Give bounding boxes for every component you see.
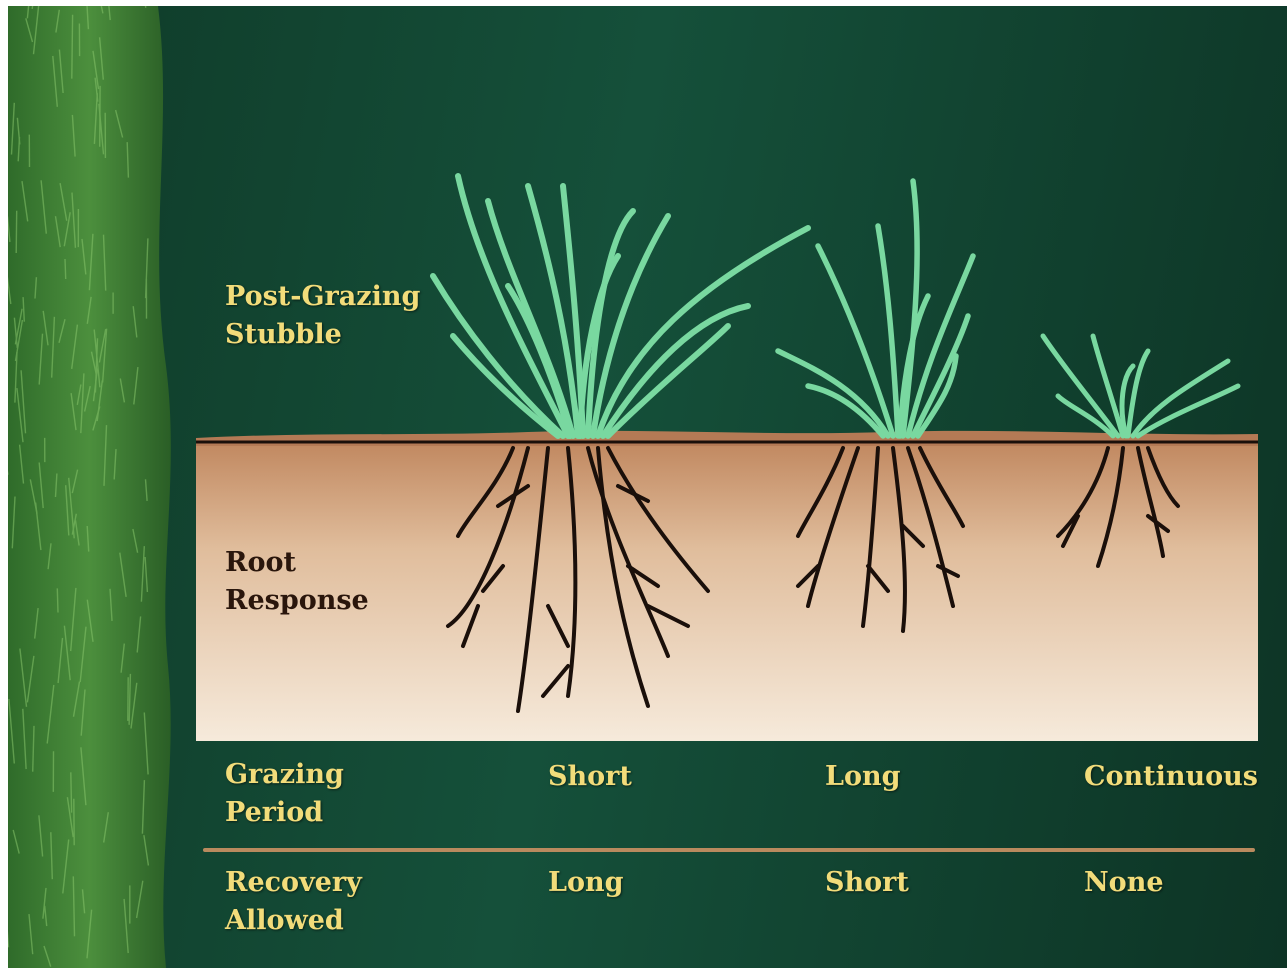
- grass-plant-1: [433, 176, 808, 436]
- recovery-long: Long: [548, 864, 624, 902]
- diagram-frame: Post-Grazing Stubble Root Response Grazi…: [8, 6, 1287, 968]
- grazing-continuous: Continuous: [1084, 758, 1258, 796]
- recovery-none: None: [1084, 864, 1164, 902]
- grazing-illustration: [8, 6, 1287, 968]
- recovery-short: Short: [825, 864, 909, 902]
- grass-plant-2: [778, 181, 973, 436]
- grazing-long: Long: [825, 758, 901, 796]
- row-divider: [203, 848, 1255, 852]
- soil-surface: [196, 431, 1258, 446]
- grazing-period-label: Grazing Period: [225, 756, 344, 832]
- recovery-allowed-label: Recovery Allowed: [225, 864, 362, 940]
- grass-plant-3: [1043, 336, 1238, 436]
- stubble-label: Post-Grazing Stubble: [225, 278, 420, 354]
- grazing-short: Short: [548, 758, 632, 796]
- root-response-label: Root Response: [225, 544, 369, 620]
